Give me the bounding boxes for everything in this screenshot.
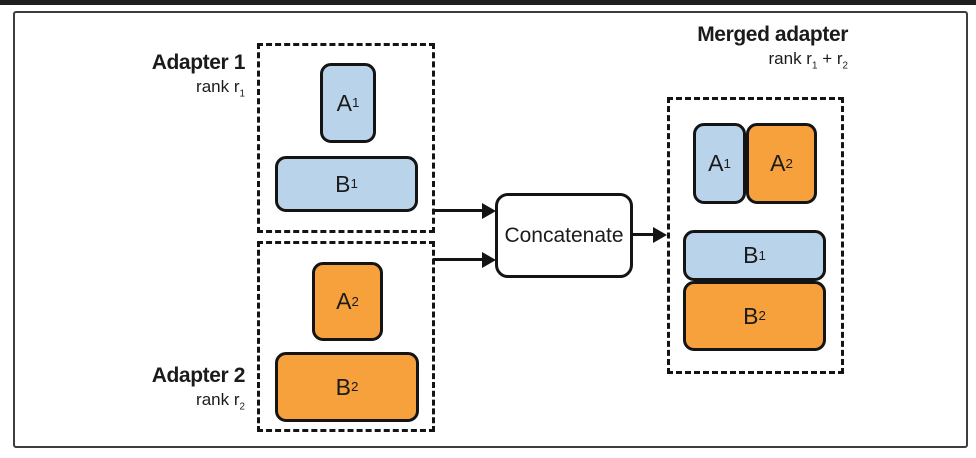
merged-title: Merged adapter [697,23,848,46]
arrowhead-right-icon [653,227,667,243]
adapter1-title: Adapter 1 [151,51,246,74]
figure-frame [13,11,968,448]
adapter2-title: Adapter 2 [151,364,246,387]
concatenate-box: Concatenate [495,193,633,278]
adapter2-label-group: Adapter 2 rank r2 [108,363,246,413]
adapter1-dashed-box [257,43,435,233]
merged-label-group: Merged adapter rank r1 + r2 [600,22,848,72]
adapter2-dashed-box [257,241,435,432]
arrow-line [633,233,655,236]
arrowhead-right-icon [482,203,496,219]
merged-rank: rank r1 + r2 [768,49,848,72]
adapter1-rank: rank r1 [196,77,245,100]
adapter2-rank: rank r2 [196,390,245,413]
arrowhead-right-icon [482,252,496,268]
adapter1-label-group: Adapter 1 rank r1 [108,50,246,100]
concatenate-label: Concatenate [504,223,624,247]
merged-dashed-box [667,97,844,374]
arrow-line [433,258,484,261]
arrow-line [433,209,484,212]
top-rule [0,0,976,5]
